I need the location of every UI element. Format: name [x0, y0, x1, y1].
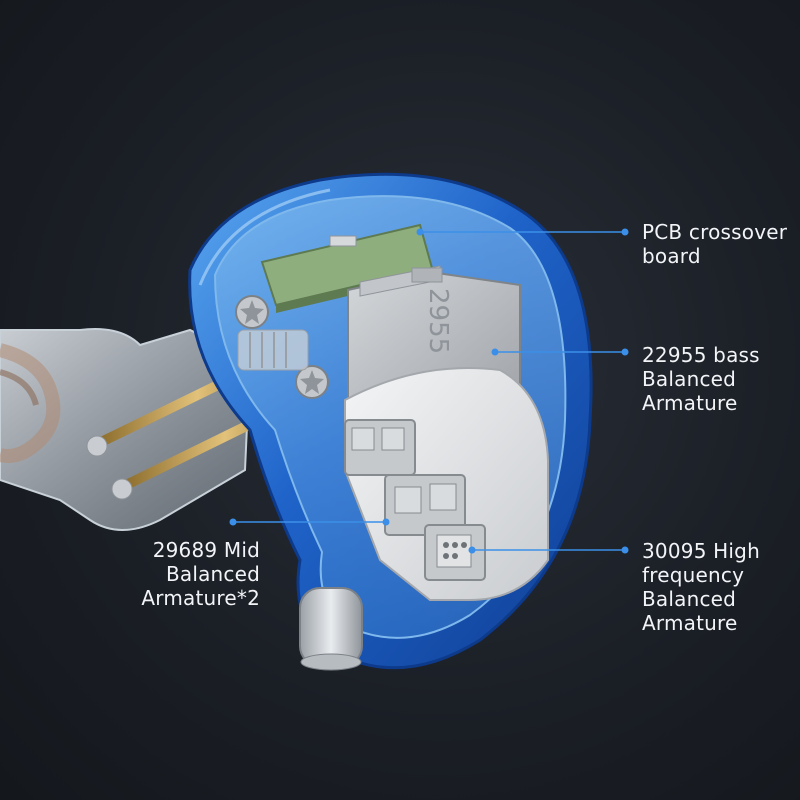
nozzle — [299, 587, 363, 671]
callout-pcb-line-2: board — [642, 244, 701, 268]
pointer-mid — [229, 518, 390, 526]
mid-driver-2 — [384, 474, 466, 536]
callout-high: 30095 High frequency Balanced Armature — [642, 539, 760, 635]
mid-driver-1 — [344, 419, 416, 476]
callout-pcb: PCB crossover board — [642, 220, 787, 268]
callout-mid-line-1: 29689 Mid — [152, 538, 260, 562]
pointer-pcb — [416, 228, 629, 236]
callout-high-line-1: 30095 High — [642, 539, 760, 563]
callout-bass: 22955 bass Balanced Armature — [642, 343, 760, 415]
pointer-bass — [491, 348, 629, 356]
screw-bottom — [295, 365, 329, 399]
callout-mid-line-3: Armature*2 — [141, 586, 260, 610]
callout-high-line-3: Balanced — [642, 587, 737, 611]
screw-top — [235, 295, 269, 329]
callout-mid: 29689 Mid Balanced Armature*2 — [141, 538, 260, 610]
pointer-high — [468, 546, 629, 554]
driver-marking: 2955 — [423, 288, 453, 354]
callout-high-line-2: frequency — [642, 563, 745, 587]
callout-bass-line-2: Balanced — [642, 367, 737, 391]
connector-socket — [237, 329, 309, 371]
callout-bass-line-3: Armature — [642, 391, 738, 415]
high-driver — [424, 524, 486, 581]
callout-bass-line-1: 22955 bass — [642, 343, 760, 367]
callout-pcb-line-1: PCB crossover — [642, 220, 788, 244]
callout-high-line-4: Armature — [642, 611, 738, 635]
callout-mid-line-2: Balanced — [165, 562, 260, 586]
